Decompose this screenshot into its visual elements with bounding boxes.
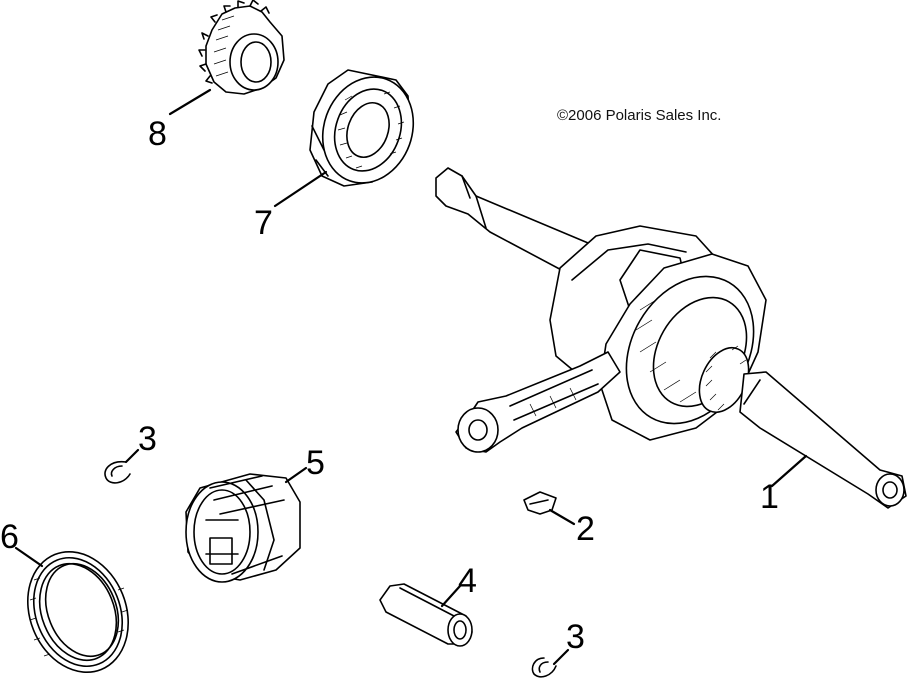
circlip-upper-leader	[124, 448, 140, 464]
piston-part	[185, 473, 301, 583]
wrist-pin-leader	[440, 584, 462, 608]
circlip-lower-leader	[552, 648, 570, 666]
callout-6: 6	[0, 518, 19, 556]
callout-2: 2	[576, 510, 595, 548]
bearing-part	[309, 69, 415, 187]
callout-8: 8	[148, 115, 167, 153]
crankshaft-leader	[770, 454, 808, 488]
callout-1: 1	[760, 478, 779, 516]
gear-leader	[168, 88, 212, 116]
circlip-lower-part	[531, 657, 557, 678]
circlip-upper-part	[104, 460, 131, 484]
key-leader	[548, 508, 576, 526]
crankshaft-part	[435, 167, 907, 509]
piston-leader	[284, 466, 308, 484]
bearing-leader	[273, 170, 328, 208]
gear-part	[198, 0, 285, 95]
callout-5: 5	[306, 444, 325, 482]
callout-4: 4	[458, 562, 477, 600]
copyright-text: ©2006 Polaris Sales Inc.	[557, 107, 721, 124]
callout-3-lower: 3	[566, 618, 585, 656]
callout-3-upper: 3	[138, 420, 157, 458]
wrist-pin-part	[379, 583, 473, 647]
piston-rings-leader	[14, 546, 44, 568]
callout-7: 7	[254, 204, 273, 242]
piston-rings-part	[26, 550, 130, 674]
